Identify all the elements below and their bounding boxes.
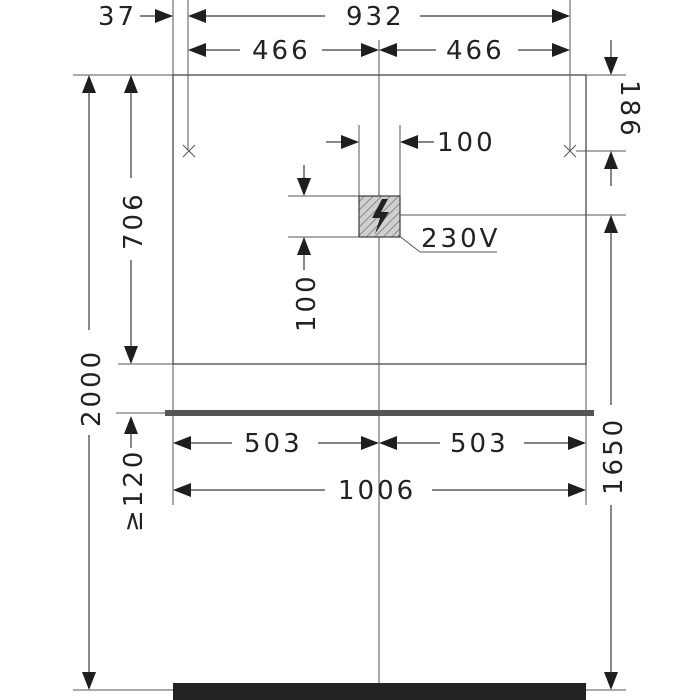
arrow-186-top — [604, 57, 618, 75]
dim-label-466-right: 466 — [446, 36, 505, 66]
dim-label-503-right: 503 — [450, 429, 509, 459]
arrow-2000-top — [82, 75, 96, 93]
dim-label-503-left: 503 — [244, 429, 303, 459]
arrow-1650-bottom — [604, 672, 618, 690]
arrow-503-right-start — [379, 436, 397, 450]
arrow-932-right — [552, 9, 570, 23]
arrow-1650-top — [604, 215, 618, 233]
arrow-100h-right — [400, 135, 418, 149]
arrow-100v-bottom — [297, 237, 311, 255]
arrow-186-bottom — [604, 151, 618, 169]
floor-base — [173, 683, 586, 700]
arrow-466-right-start — [379, 43, 397, 57]
dim-label-37: 37 — [98, 2, 137, 32]
arrow-466-left-start — [188, 43, 206, 57]
mount-point-left — [182, 144, 196, 158]
arrow-1006-left — [173, 483, 191, 497]
arrow-932-left — [188, 9, 206, 23]
arrow-466-right-end — [552, 43, 570, 57]
arrow-37 — [155, 9, 173, 23]
dim-label-100-horizontal: 100 — [437, 128, 496, 158]
arrow-706-top — [124, 75, 138, 93]
arrow-1006-right — [568, 483, 586, 497]
arrow-100v-top — [297, 178, 311, 196]
dim-label-1650: 1650 — [599, 417, 629, 495]
dim-label-466-left: 466 — [252, 36, 311, 66]
arrow-100h-left — [341, 135, 359, 149]
dim-label-min-gap: ≥120 — [119, 449, 149, 532]
arrow-503-right-end — [568, 436, 586, 450]
arrow-503-left-end — [361, 436, 379, 450]
mount-point-right — [563, 144, 577, 158]
dim-label-706: 706 — [119, 191, 149, 250]
dim-label-100-vertical: 100 — [292, 273, 322, 332]
dim-label-932: 932 — [346, 2, 405, 32]
dim-label-1006: 1006 — [338, 476, 416, 506]
arrow-120-top — [124, 416, 138, 434]
shelf-bar — [165, 410, 594, 416]
arrow-706-bottom — [124, 346, 138, 364]
arrow-466-left-end — [361, 43, 379, 57]
arrow-503-left-start — [173, 436, 191, 450]
lightning-icon — [372, 199, 389, 234]
arrow-2000-bottom — [82, 672, 96, 690]
voltage-leader — [397, 234, 421, 253]
dim-label-186: 186 — [614, 80, 644, 139]
voltage-label: 230V — [421, 224, 500, 254]
dim-label-2000: 2000 — [77, 349, 107, 427]
